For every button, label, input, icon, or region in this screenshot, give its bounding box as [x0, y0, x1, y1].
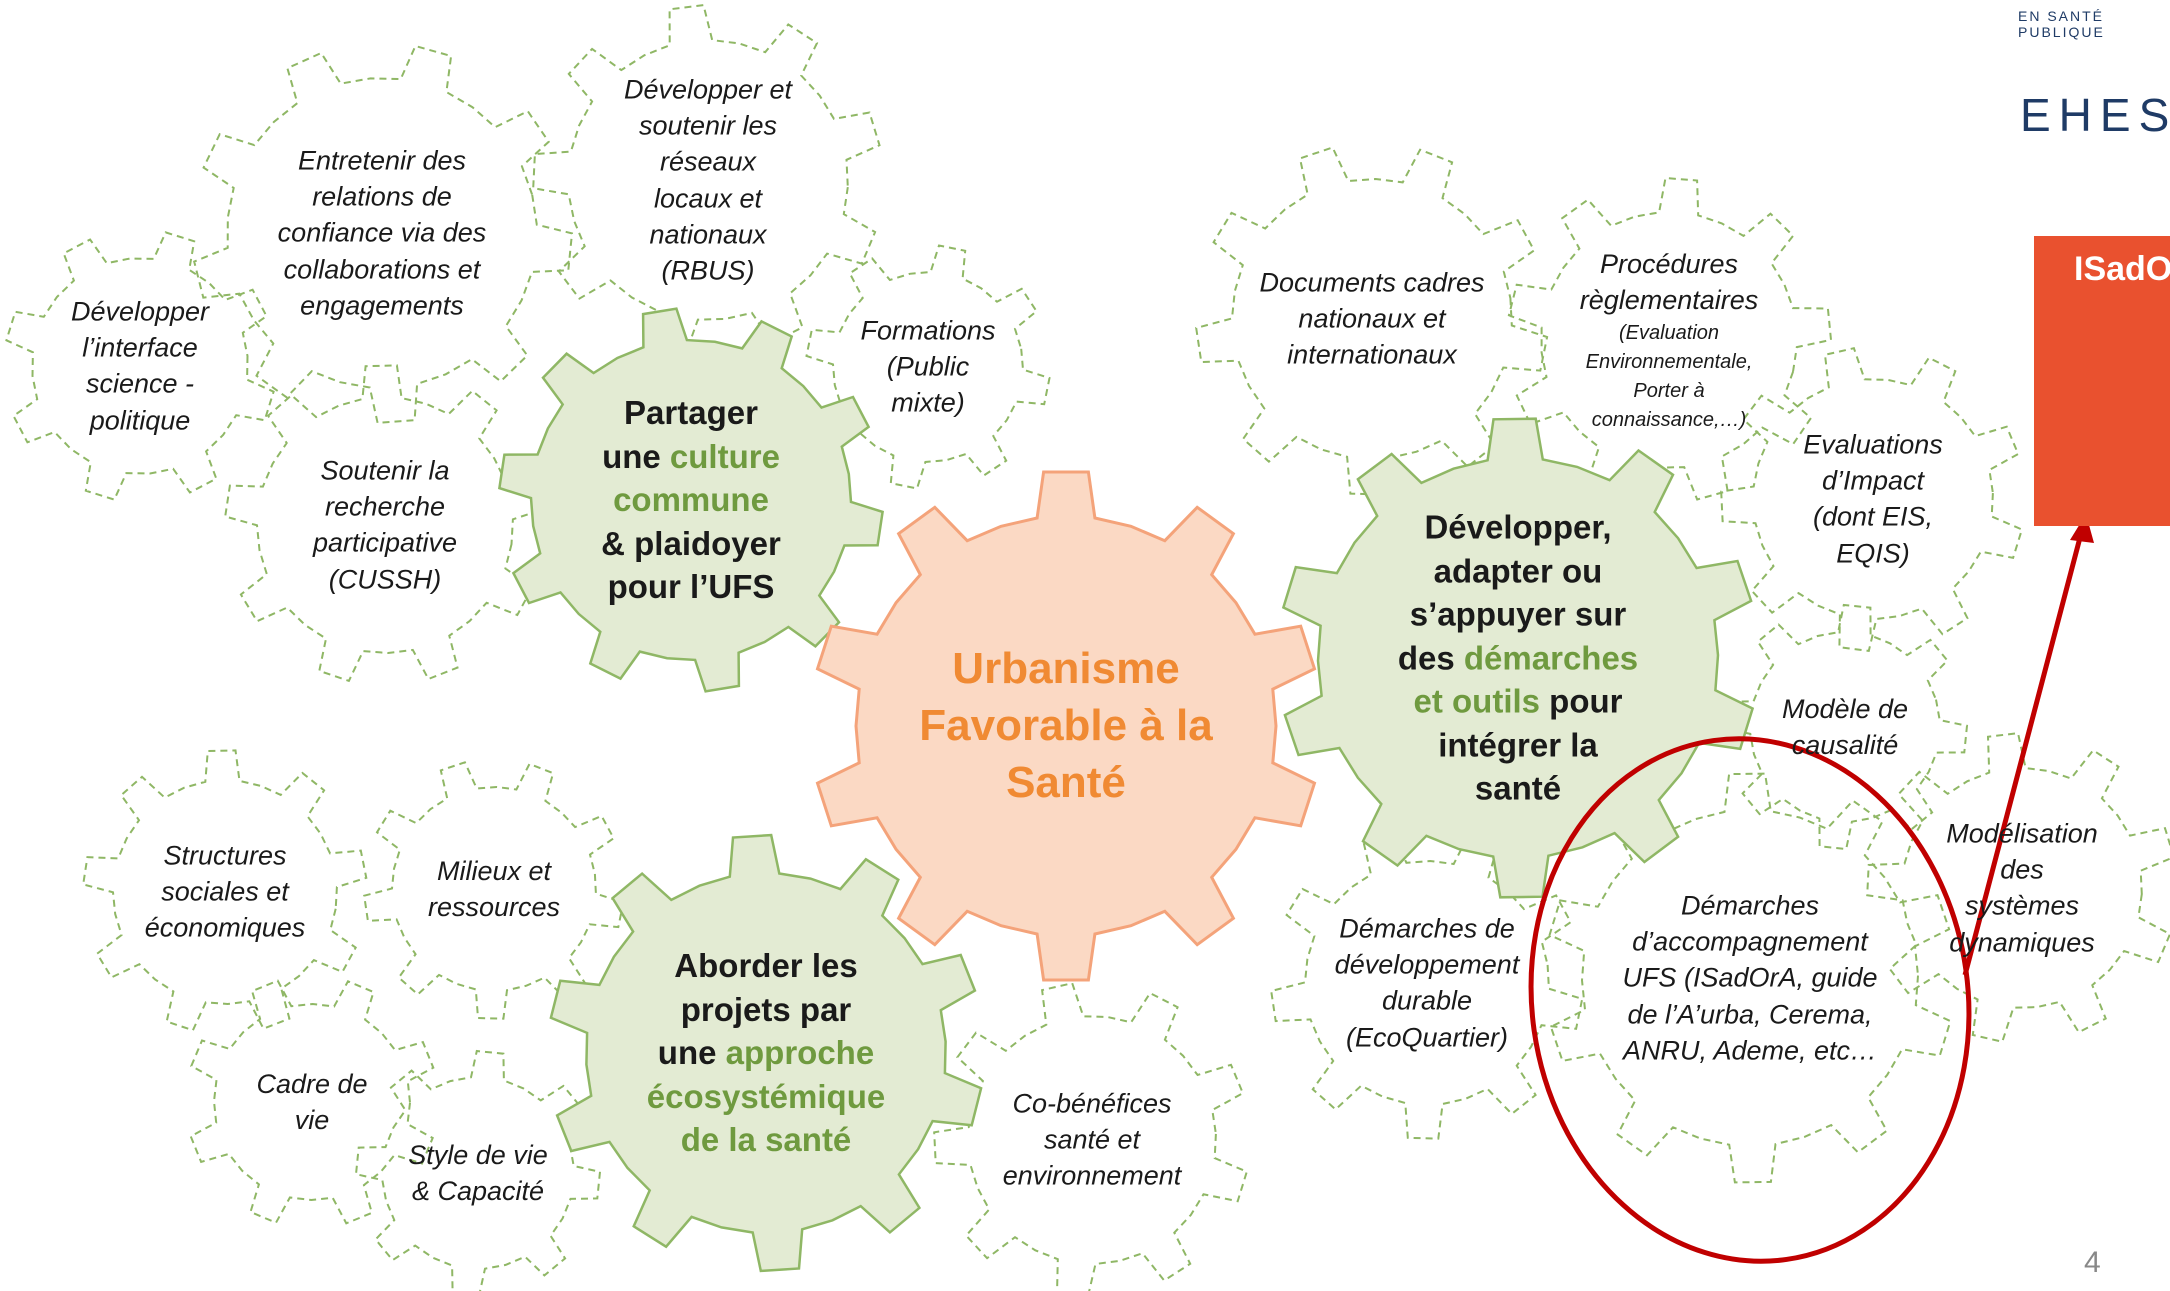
- book-title: ISadOrA: [2074, 250, 2170, 288]
- gear-lifestyle: [354, 1049, 602, 1291]
- gear-social-structures: [82, 749, 368, 1032]
- gear-co-benefits: [933, 982, 1249, 1291]
- hub-develop-tools: [1281, 417, 1755, 899]
- gear-living-environment: [189, 979, 435, 1225]
- slide-number: 4: [2084, 1246, 2101, 1279]
- center-gear: [815, 470, 1317, 982]
- isadora-book-cover: ISadOrA: [2034, 236, 2170, 526]
- gear-causality-model: [1721, 603, 1969, 851]
- gear-training: [805, 244, 1051, 490]
- logo-text: EHESP: [2020, 89, 2170, 140]
- center-gear-label: Urbanisme Favorable à la Santé: [919, 644, 1213, 808]
- gear-science-interface: [5, 231, 275, 501]
- hub-develop-tools-label: Développer, adapter ou s’appuyer sur des…: [1397, 508, 1639, 807]
- gear-lifestyle-label: Style de vie& Capacité: [408, 1139, 548, 1206]
- hub-share-culture-label: Partager une culture commune & plaidoyer…: [601, 394, 781, 606]
- hub-ecosystem-approach: [549, 833, 983, 1273]
- hub-ecosystem-approach-label: Aborder les projets par une approche éco…: [646, 947, 886, 1159]
- logo-ring-text: EN SANTÉ PUBLIQUE: [2018, 8, 2105, 40]
- gear-framework-documents: [1195, 146, 1549, 496]
- gear-impact-assessment: [1720, 347, 2024, 653]
- gear-trust-relations: [193, 44, 574, 424]
- annotation-arrow-line: [1962, 529, 2085, 976]
- gear-participative-research: [224, 364, 546, 683]
- hub-share-culture: [498, 307, 884, 693]
- ehesp-logo: EN SANTÉ PUBLIQUE EHESP: [2010, 0, 2170, 140]
- gear-ufs-support: [1548, 772, 1952, 1184]
